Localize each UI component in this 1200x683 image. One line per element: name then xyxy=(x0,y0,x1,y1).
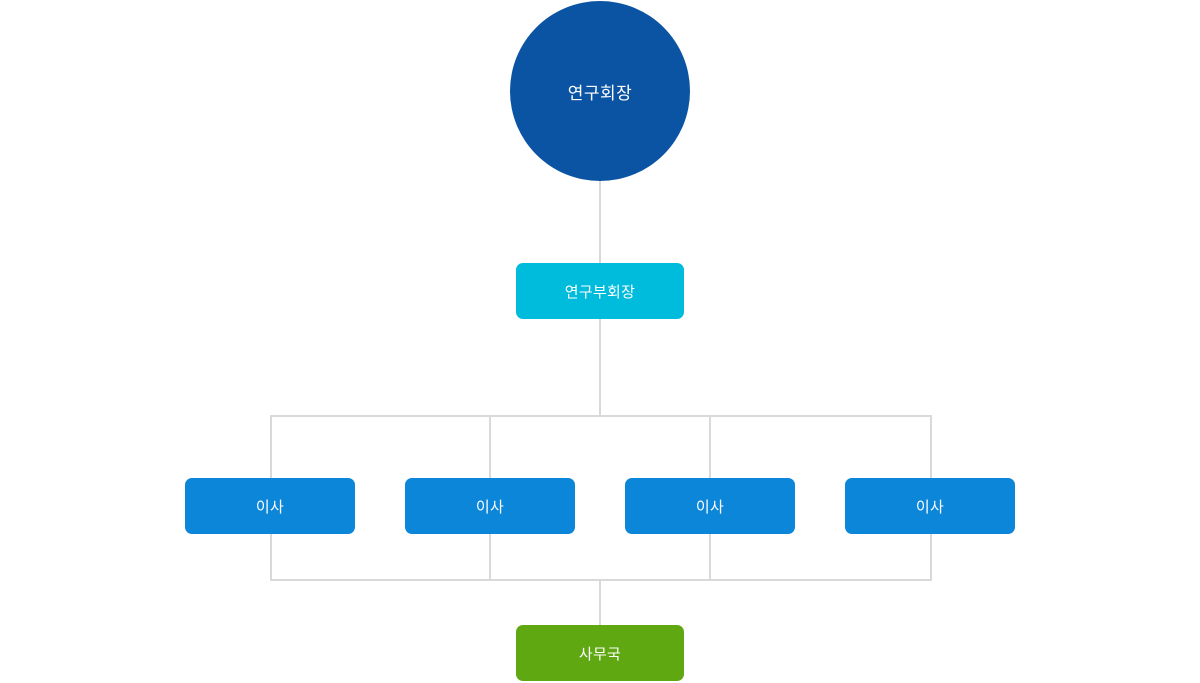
node-director-1[interactable]: 이사 xyxy=(185,478,355,534)
node-director-4-label: 이사 xyxy=(915,498,945,516)
node-president[interactable]: 연구회장 xyxy=(510,1,690,181)
node-director-4[interactable]: 이사 xyxy=(845,478,1015,534)
node-director-2-label: 이사 xyxy=(475,498,505,516)
node-director-1-label: 이사 xyxy=(255,498,285,516)
connector-grid-top-rail xyxy=(270,415,932,417)
connector-vice-to-grid xyxy=(599,319,601,417)
node-president-label: 연구회장 xyxy=(567,83,633,103)
connector-grid-to-secretariat xyxy=(599,579,601,627)
node-vice-president[interactable]: 연구부회장 xyxy=(516,263,684,319)
node-director-3[interactable]: 이사 xyxy=(625,478,795,534)
node-secretariat[interactable]: 사무국 xyxy=(516,625,684,681)
node-director-3-label: 이사 xyxy=(695,498,725,516)
node-vice-president-label: 연구부회장 xyxy=(564,283,636,301)
connector-grid-bottom-rail xyxy=(270,579,932,581)
node-director-2[interactable]: 이사 xyxy=(405,478,575,534)
node-secretariat-label: 사무국 xyxy=(578,645,622,663)
connector-president-to-vice xyxy=(599,181,601,265)
